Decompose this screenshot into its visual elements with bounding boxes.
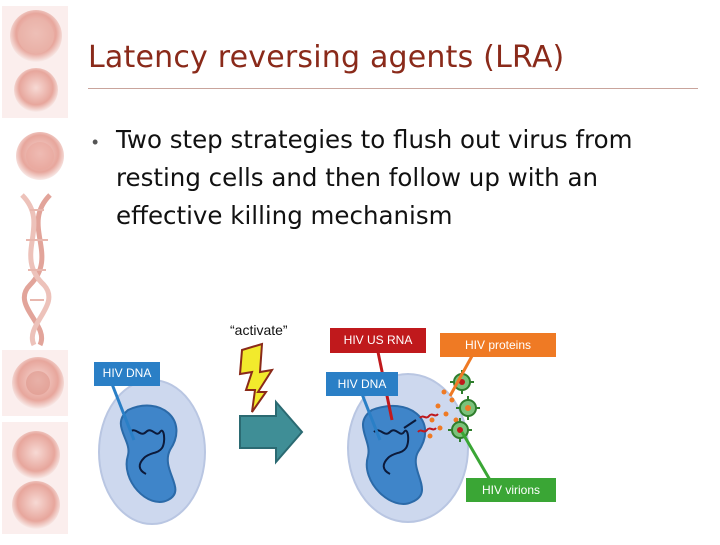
hiv-virions-label: HIV virions	[466, 478, 556, 502]
dna-helix-image	[20, 193, 52, 347]
decorative-sidebar	[0, 0, 72, 540]
protein-dots	[427, 389, 459, 439]
activate-label: “activate”	[230, 322, 288, 338]
bullet-marker: •	[92, 132, 99, 152]
virus-image	[2, 6, 68, 118]
virus-image	[2, 122, 68, 188]
resting-cell-left	[98, 379, 206, 525]
virus-image	[2, 350, 68, 416]
bullet-text: Two step strategies to flush out virus f…	[116, 125, 633, 230]
hiv-dna-label-right: HIV DNA	[326, 372, 398, 396]
transcription-arrow	[403, 419, 417, 429]
dna-strand-right	[373, 429, 410, 475]
lightning-bolt-icon	[238, 342, 275, 413]
hiv-us-rna-label: HIV US RNA	[330, 328, 426, 353]
dna-strand-left	[129, 429, 166, 475]
pointer-hiv-dna-right	[360, 393, 382, 441]
title-divider	[88, 88, 698, 89]
pointer-hiv-virions	[460, 431, 492, 481]
hiv-dna-label-left: HIV DNA	[94, 362, 160, 386]
pointer-hiv-dna-left	[110, 383, 136, 441]
hiv-proteins-label: HIV proteins	[440, 333, 556, 357]
sidebar-images	[2, 6, 68, 534]
virion-icons	[448, 370, 480, 442]
virus-image	[2, 422, 68, 534]
slide-title: Latency reversing agents (LRA)	[88, 40, 565, 75]
activated-cell-right	[347, 351, 469, 523]
right-arrow-icon	[239, 399, 304, 465]
pointer-hiv-proteins	[448, 355, 474, 397]
